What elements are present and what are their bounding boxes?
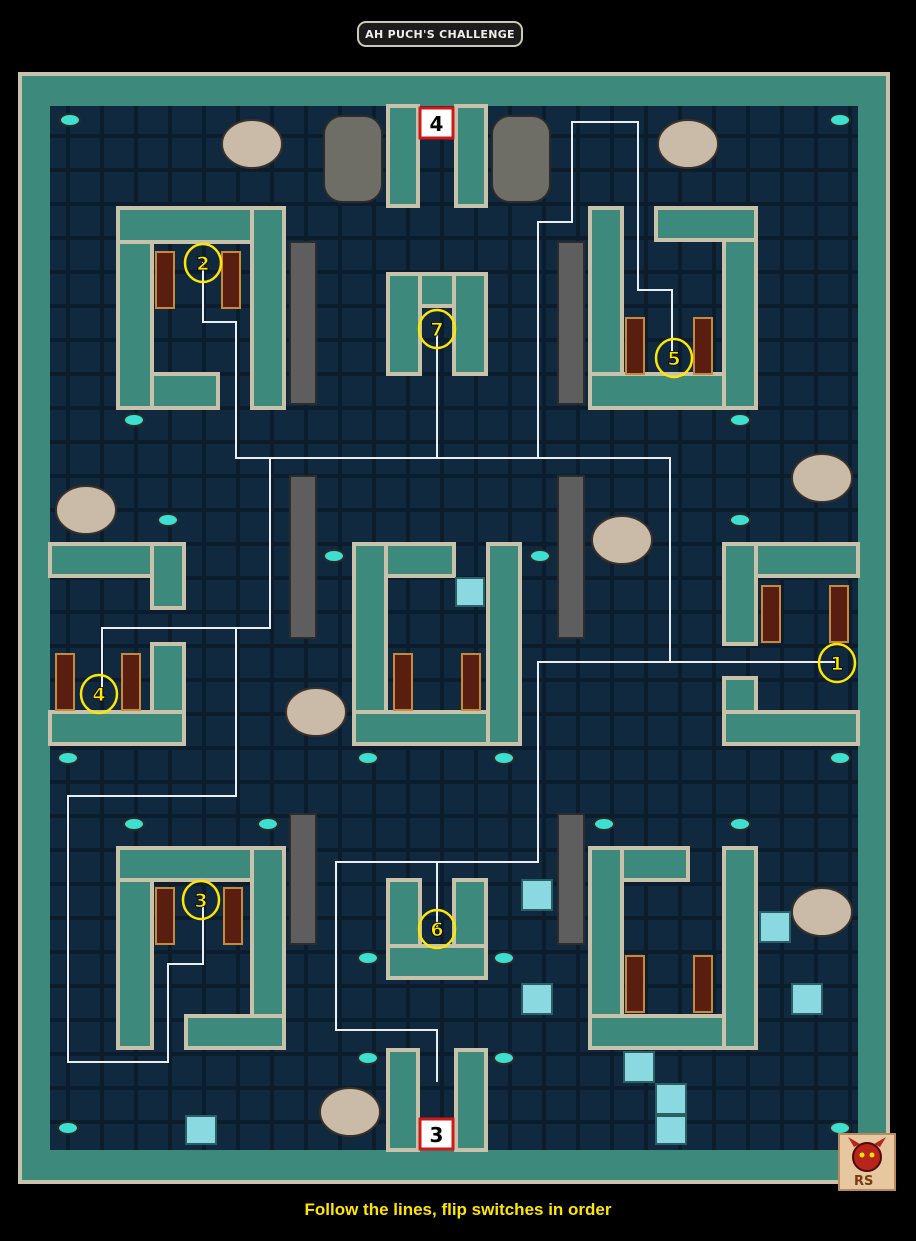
skull-piles [55,119,853,1137]
stone-pillars [289,241,585,945]
switch-number: 4 [92,684,105,706]
switch-ring [817,642,857,684]
entrances: 43 [418,106,455,1151]
switch-number: 7 [430,319,443,341]
entrance-number: 4 [430,112,444,136]
logo-initials: RS [854,1174,873,1189]
rune-tiles [185,577,823,1145]
switches: 1 2 3 4 5 6 7 [79,242,857,950]
switch-ring [417,308,457,350]
entrance-4[interactable]: 4 [418,106,455,140]
interior-walls [48,104,860,1152]
switch-4[interactable]: 4 [79,673,119,715]
switch-6[interactable]: 6 [417,908,457,950]
statues [323,115,551,203]
braziers [57,113,851,1135]
entrance-box [418,1117,455,1151]
doors [55,251,849,1013]
challenge-title: AH PUCH'S CHALLENGE [357,21,523,47]
switch-number: 6 [430,919,443,941]
guide-lines [67,121,835,1082]
switch-3[interactable]: 3 [181,879,221,921]
entrance-box [418,106,455,140]
switch-ring [183,242,223,284]
switch-ring [654,337,694,379]
switch-7[interactable]: 7 [417,308,457,350]
switch-1[interactable]: 1 [817,642,857,684]
switch-2[interactable]: 2 [183,242,223,284]
entrance-3[interactable]: 3 [418,1117,455,1151]
switch-number: 1 [830,653,843,675]
switch-ring [79,673,119,715]
switch-ring [181,879,221,921]
footer-instruction: Follow the lines, flip switches in order [304,1200,612,1219]
switch-number: 2 [196,253,209,275]
entrance-number: 3 [430,1123,444,1147]
rs-logo: RS [838,1133,896,1191]
switch-number: 5 [667,348,680,370]
switch-5[interactable]: 5 [654,337,694,379]
switch-number: 3 [194,890,207,912]
switch-ring [417,908,457,950]
